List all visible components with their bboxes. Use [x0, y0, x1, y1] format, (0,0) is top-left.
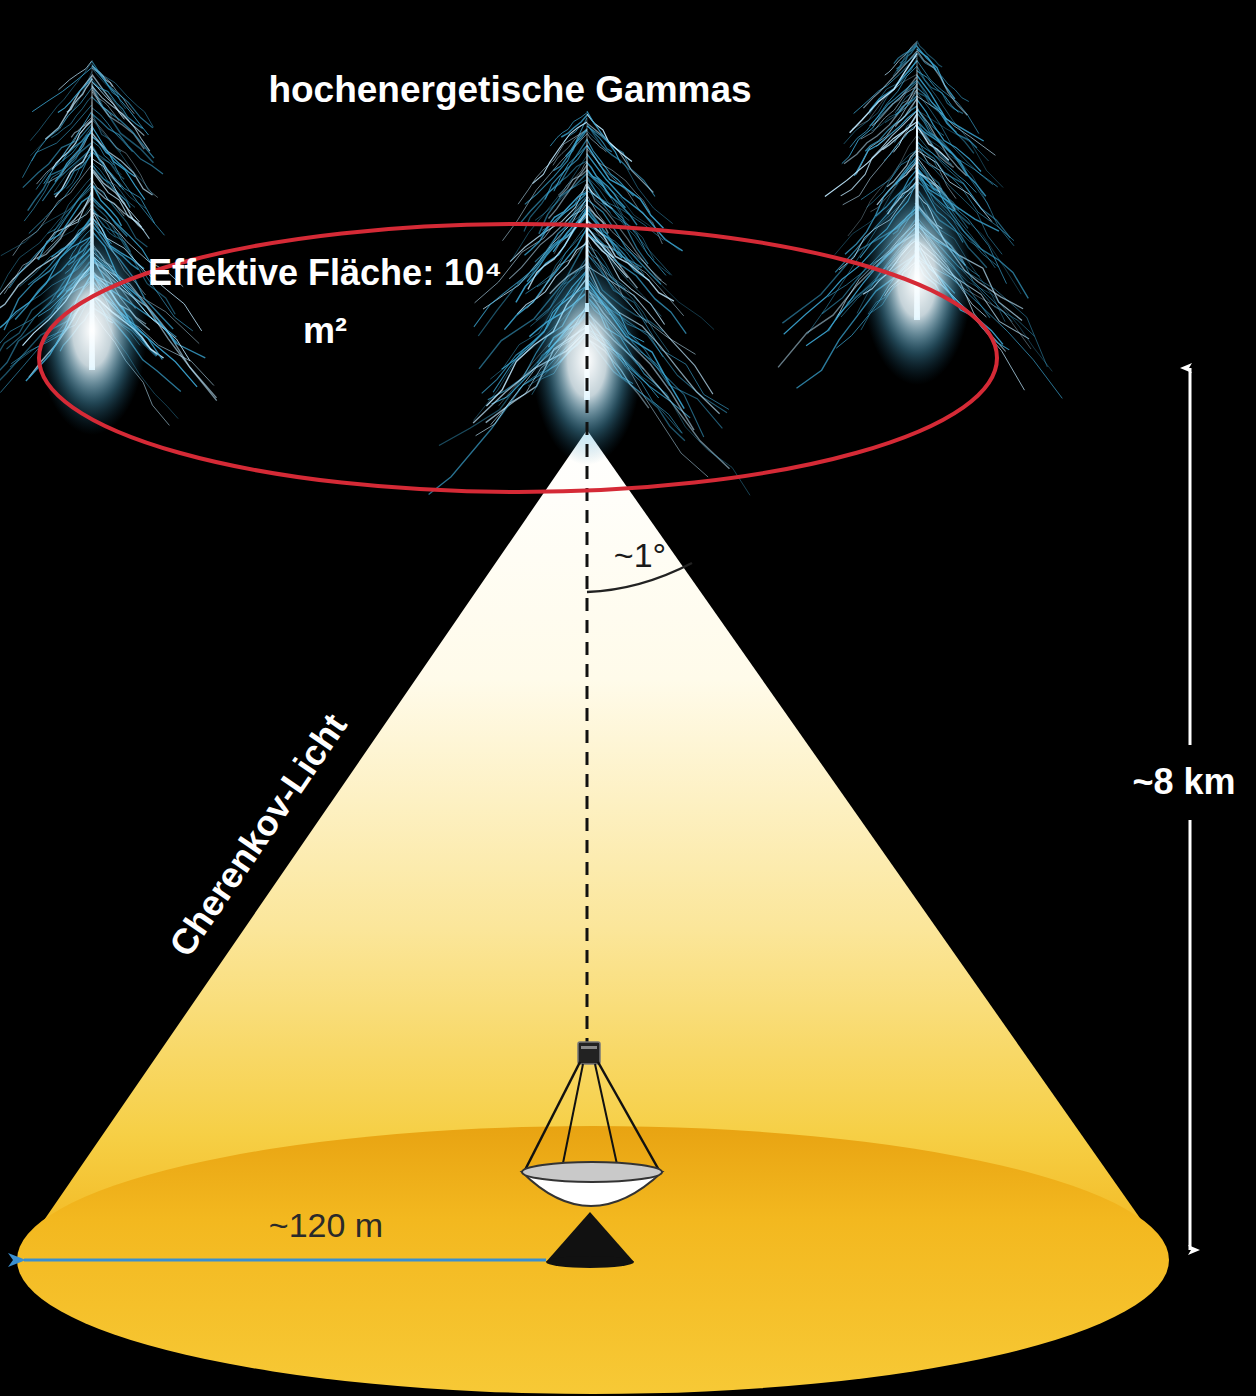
height-arrow: [1189, 368, 1192, 745]
radius-label: ~120 m: [269, 1206, 383, 1245]
telescope: [522, 1042, 662, 1268]
diagram-title: hochenergetische Gammas: [268, 69, 751, 112]
air-showers: [0, 40, 1062, 495]
radius-arrow: [24, 1259, 546, 1262]
height-label: ~8 km: [1130, 761, 1237, 802]
shower-axis: [586, 290, 589, 1045]
area-label: Effektive Fläche: 10⁴ m²: [135, 244, 515, 359]
height-arrow: [1189, 820, 1192, 1250]
cone-label: Cherenkov-Licht: [161, 706, 355, 964]
effective-area-ellipse: Effektive Fläche: 10⁴ m²: [37, 222, 999, 494]
light-pool: [17, 1126, 1169, 1394]
angle-label: ~1°: [614, 536, 666, 575]
